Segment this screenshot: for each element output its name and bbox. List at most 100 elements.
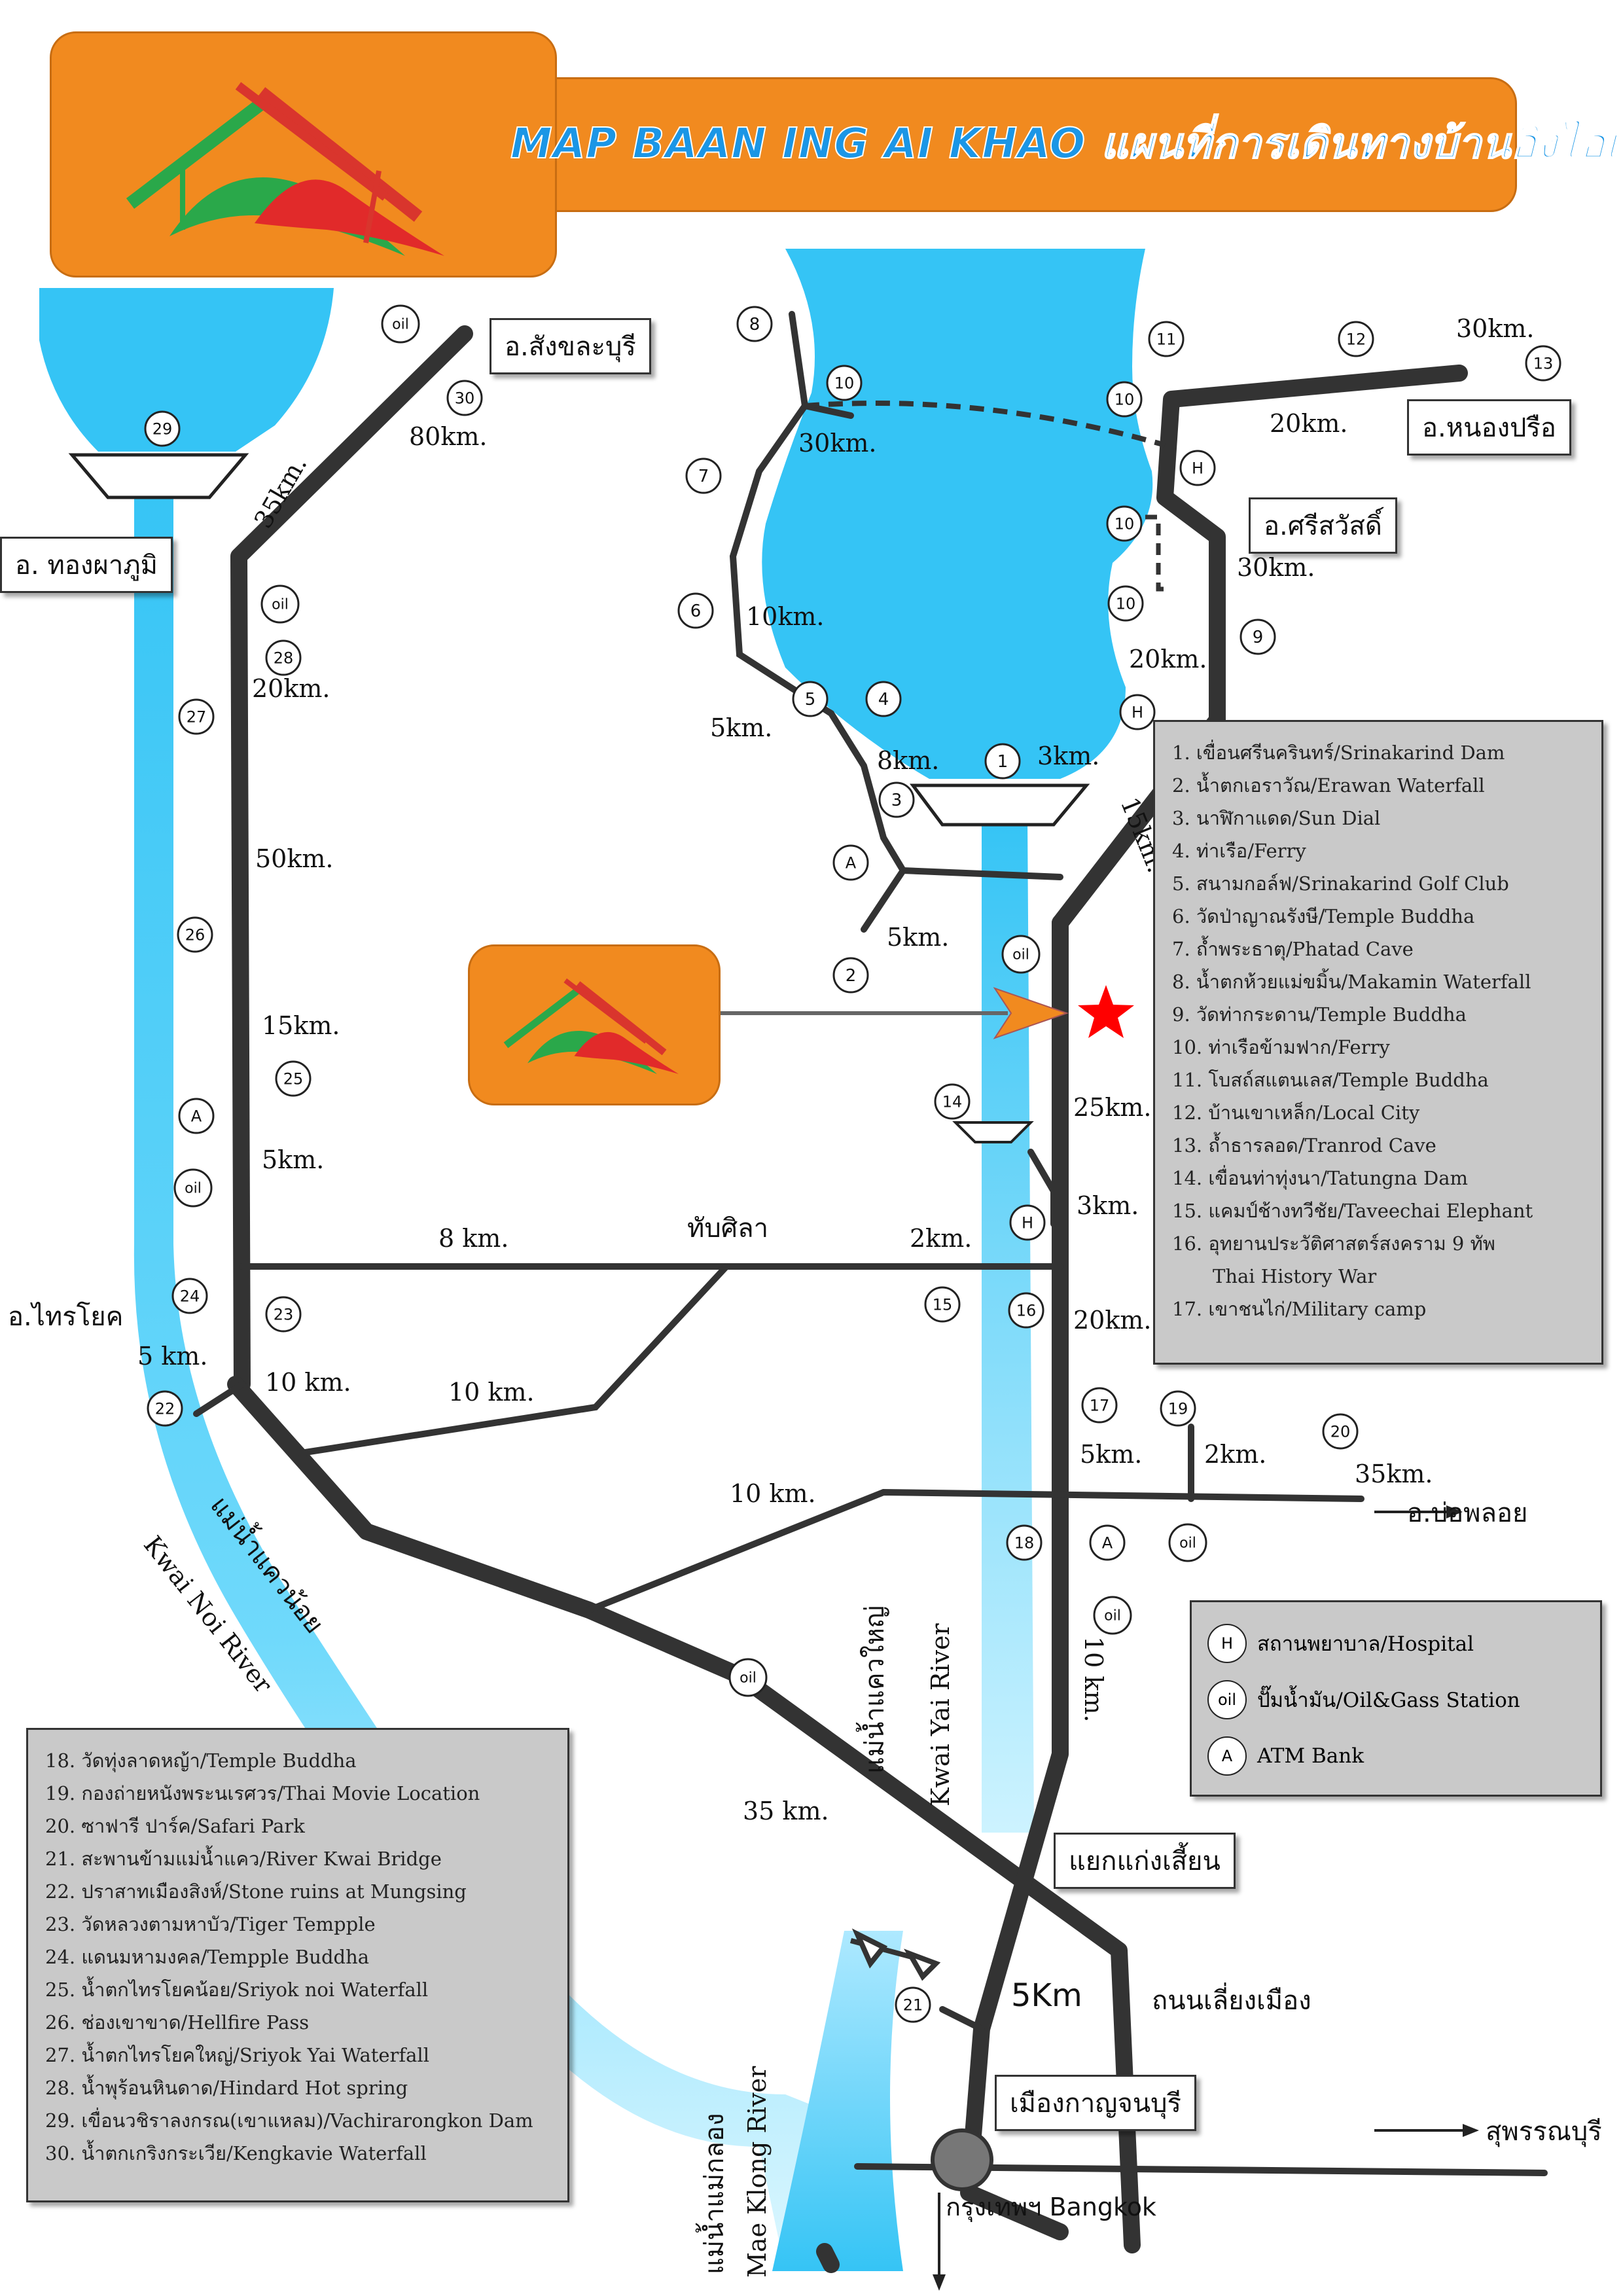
distance-label: 35 km. [743,1797,829,1825]
poi-marker-21: 21 [895,1986,931,2023]
district-nong-prue: อ.หนองปรือ [1407,399,1571,456]
legend-symbol-label: ปั๊มน้ำมัน/Oil&Gass Station [1257,1689,1520,1712]
poi-marker-10-ferry: 10 [1106,505,1143,542]
svg-text:10: 10 [834,374,855,392]
dam-tatungna [952,1121,1034,1143]
distance-label: 20km. [1129,645,1207,673]
poi-marker-12: 12 [1338,321,1374,357]
svg-text:16: 16 [1016,1301,1037,1319]
star-icon [1078,985,1134,1038]
hospital-icon: H [1119,694,1156,730]
bangkok-label: กรุงเทพฯ Bangkok [946,2193,1156,2222]
svg-text:6: 6 [690,601,702,621]
distance-label: 5 km. [137,1342,207,1371]
legend-item: 15. แคมป์ช้างทวีชัย/Taveechai Elephant [1172,1200,1533,1222]
svg-text:24: 24 [180,1287,200,1305]
poi-marker-1: 1 [984,743,1021,780]
poi-marker-3: 3 [878,781,915,818]
bypass-road-label: ถนนเลี่ยงเมือง [1152,1982,1311,2016]
svg-text:21: 21 [903,1996,923,2014]
svg-text:5: 5 [805,690,816,709]
distance-label: 5km. [887,923,949,952]
main-roads [227,325,1468,2273]
svg-text:11: 11 [1156,330,1177,348]
distance-label: 10 km. [265,1368,351,1397]
legend-item: 18. วัดทุ่งลาดหญ้า/Temple Buddha [45,1749,357,1772]
mae-klong-river [772,1931,903,2271]
oil-station-icon: oil [173,1168,213,1208]
distance-label: 30km. [1456,314,1535,343]
svg-text:27: 27 [187,708,207,726]
svg-text:1: 1 [997,752,1008,772]
poi-marker-23: 23 [265,1296,302,1333]
poi-marker-18: 18 [1006,1524,1043,1561]
atm-icon: A [1089,1524,1126,1561]
dam-srinakarind [910,783,1090,827]
district-sangkhla: อ.สังขละบุรี [490,318,651,374]
distance-label: 30km. [798,429,877,457]
distance-label: 5Km [1011,1977,1082,2014]
svg-text:29: 29 [152,420,173,438]
poi-marker-30: 30 [446,380,483,416]
poi-marker-26: 26 [177,916,213,953]
poi-marker-16: 16 [1008,1292,1044,1329]
legend-item: 28. น้ำพุร้อนหินดาด/Hindard Hot spring [45,2077,408,2099]
distance-label: 35km. [1355,1460,1433,1488]
legend-panel-attractions-1: 1. เขื่อนศรีนครินทร์/Srinakarind Dam 2. น… [1153,720,1603,1365]
district-si-sawat: อ.ศรีสวัสดิ์ [1249,497,1397,554]
distance-label: 15km. [262,1011,340,1040]
svg-text:15: 15 [933,1295,953,1314]
distance-label: 3km. [1037,742,1099,770]
hospital-icon: H [1179,450,1216,486]
legend-item: 1. เขื่อนศรีนครินทร์/Srinakarind Dam [1172,742,1505,764]
oil-station-icon: oil [260,584,300,624]
svg-text:4: 4 [878,690,889,709]
kwai-yai-river-label-th: แม่น้ำแควใหญ่ [855,1605,890,1774]
svg-text:oil: oil [1179,1535,1196,1552]
poi-marker-8: 8 [736,306,773,342]
legend-item: 4. ท่าเรือ/Ferry [1172,840,1306,862]
legend-panel-attractions-2: 18. วัดทุ่งลาดหญ้า/Temple Buddha 19. กองถ… [26,1728,569,2202]
poi-marker-11: 11 [1148,321,1185,357]
svg-text:A: A [191,1107,202,1125]
district-sai-yok: อ.ไทรโยค [8,1302,123,1332]
kanchanaburi-city-marker [931,2128,993,2191]
distance-label: 25km. [1073,1093,1152,1122]
distance-label: 20km. [1270,409,1348,438]
oil-station-icon: oil [1093,1596,1132,1635]
svg-text:10: 10 [1115,514,1135,533]
legend-item: 12. บ้านเขาเหล็ก/Local City [1172,1102,1420,1124]
legend-item: 19. กองถ่ายหนังพระนเรศวร/Thai Movie Loca… [45,1782,480,1804]
svg-text:H: H [1192,459,1204,477]
svg-text:19: 19 [1168,1399,1188,1418]
poi-marker-10-ferry: 10 [1107,585,1144,622]
oil-station-icon: oil [1168,1523,1207,1562]
junction-kaeng-sian: แยกแก่งเสี้ยน [1054,1833,1236,1889]
house-logo-icon [126,82,444,256]
svg-text:26: 26 [185,925,205,944]
legend-item: 27. น้ำตกไทรโยคใหญ่/Sriyok Yai Waterfall [45,2044,429,2066]
poi-marker-19: 19 [1160,1390,1196,1427]
distance-label: 8km. [877,746,939,775]
svg-text:9: 9 [1253,628,1264,647]
poi-marker-2: 2 [832,957,869,994]
legend-item: 10. ท่าเรือข้ามฟาก/Ferry [1172,1036,1390,1058]
legend-item: 11. โบสถ์สแตนเลส/Temple Buddha [1172,1069,1489,1091]
svg-text:23: 23 [274,1305,294,1323]
mae-klong-river-label-th: แม่น้ำแม่กลอง [695,2113,730,2274]
svg-text:14: 14 [942,1092,963,1111]
svg-text:28: 28 [274,649,294,667]
legend-item: 23. วัดหลวงตามหาบัว/Tiger Tempple [45,1913,376,1935]
legend-item: 2. น้ำตกเอราวัณ/Erawan Waterfall [1172,774,1485,797]
legend-item: 20. ซาฟารี ปาร์ค/Safari Park [45,1815,305,1837]
svg-text:13: 13 [1533,354,1554,372]
svg-text:10: 10 [1116,594,1136,613]
legend-item: 26. ช่องเขาขาด/Hellfire Pass [45,2011,310,2034]
legend-item: 25. น้ำตกไทรโยคน้อย/Sriyok noi Waterfall [45,1979,429,2001]
title-banner-logo-area [50,31,557,278]
legend-item: 17. เขาชนไก่/Military camp [1172,1298,1427,1320]
